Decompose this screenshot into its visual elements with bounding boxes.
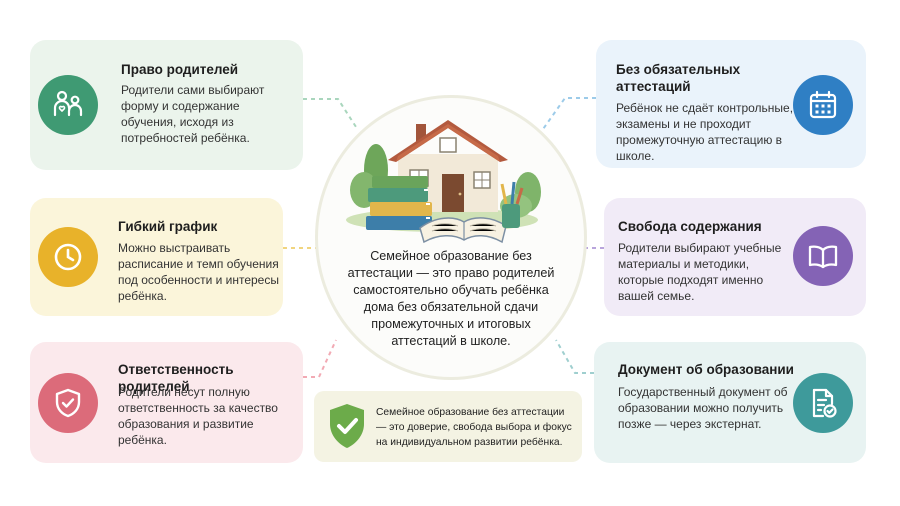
card-title: Ответственность родителей [118, 362, 234, 394]
clock-icon [38, 227, 98, 287]
family-icon [38, 75, 98, 135]
shield-check-icon [38, 373, 98, 433]
card-document: Документ об образовании Государственный … [594, 342, 866, 463]
card-text: Ребёнок не сдаёт контрольные, экзамены и… [616, 101, 794, 163]
card-text: Родители выбирают учебные материалы и ме… [618, 241, 782, 303]
calendar-icon [793, 75, 853, 135]
card-title: Свобода содержания [618, 219, 762, 234]
center-description: Семейное образование без аттестации — эт… [347, 249, 555, 348]
house-books-icon [346, 120, 541, 244]
open-book-icon [793, 226, 853, 286]
card-no-attestation: Без обязательных аттестаций Ребёнок не с… [596, 40, 866, 168]
card-content-freedom: Свобода содержания Родители выбирают уче… [604, 198, 866, 316]
document-check-icon [793, 373, 853, 433]
card-responsibility: Ответственность родителей Родители несут… [30, 342, 303, 463]
card-title: Гибкий график [118, 219, 218, 234]
card-title: Без обязательных аттестаций [616, 62, 741, 94]
card-title: Право родителей [121, 62, 239, 77]
card-text: Родители сами выбирают форму и содержани… [121, 83, 265, 145]
card-text: Государственный документ об образовании … [618, 385, 788, 431]
card-text: Родители несут полную ответственность за… [118, 385, 278, 447]
summary-text: Семейное образование без аттестации — эт… [376, 407, 572, 448]
card-title: Документ об образовании [618, 362, 794, 377]
shield-check-icon [330, 404, 364, 448]
card-text: Можно выстраивать расписание и темп обуч… [118, 241, 279, 303]
card-flexible-schedule: Гибкий график Можно выстраивать расписан… [30, 198, 283, 316]
card-parents-right: Право родителей Родители сами выбирают ф… [30, 40, 303, 170]
